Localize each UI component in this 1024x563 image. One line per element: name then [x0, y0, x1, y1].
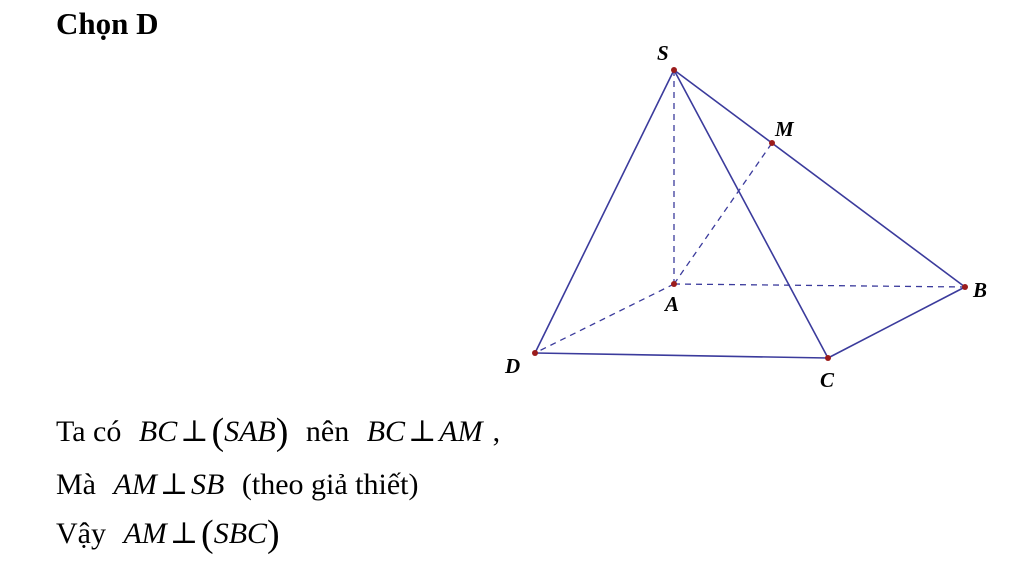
- line1-suffix: ,: [492, 415, 501, 448]
- edge-AD: [534, 283, 675, 354]
- line1-perp2: ⊥: [408, 415, 437, 448]
- solution-line-2: Mà AM⊥SB (theo giả thiết): [56, 467, 418, 502]
- vertex-B: [962, 284, 968, 290]
- edge-AM: [673, 142, 773, 285]
- solution-line-1: Ta có BC⊥(SAB) nên BC⊥AM,: [56, 411, 501, 453]
- edge-SC: [673, 69, 829, 359]
- label-D: D: [504, 354, 520, 378]
- edge-SB: [673, 69, 966, 288]
- vertex-C: [825, 355, 831, 361]
- line1-am: AM: [439, 415, 483, 448]
- vertex-S: [671, 67, 677, 73]
- line2-am: AM: [113, 468, 157, 501]
- label-C: C: [820, 368, 835, 392]
- line1-bc: BC: [138, 415, 178, 448]
- solution-line-3: Vậy AM⊥(SBC): [56, 513, 280, 555]
- line2-sb: SB: [191, 468, 225, 501]
- edge-DC: [534, 352, 829, 359]
- vertex-D: [532, 350, 538, 356]
- line3-perp: ⊥: [169, 517, 199, 550]
- edge-AB: [673, 283, 966, 288]
- solid-edges: [534, 69, 966, 359]
- label-B: B: [972, 278, 987, 302]
- line1-mid: nên: [305, 415, 350, 448]
- line2-suffix: (theo giả thiết): [241, 468, 419, 501]
- line1-perp: ⊥: [180, 415, 209, 448]
- line3-am: AM: [123, 517, 167, 550]
- vertex-M: [769, 140, 775, 146]
- line3-sbc: SBC: [213, 517, 268, 550]
- dashed-edges: [534, 70, 966, 354]
- answer-heading: Chọn D: [56, 6, 159, 41]
- label-M: M: [774, 117, 795, 141]
- label-A: A: [663, 292, 679, 316]
- edge-SD: [534, 69, 675, 354]
- label-S: S: [657, 41, 669, 65]
- line1-bc2: BC: [366, 415, 406, 448]
- vertex-A: [671, 281, 677, 287]
- line2-perp: ⊥: [159, 468, 189, 501]
- line1-prefix: Ta có: [56, 415, 122, 448]
- line3-prefix: Vậy: [56, 517, 106, 550]
- line2-prefix: Mà: [56, 468, 96, 501]
- line1-sab: SAB: [224, 415, 276, 448]
- vertices: [532, 67, 968, 361]
- edge-CB: [827, 286, 966, 359]
